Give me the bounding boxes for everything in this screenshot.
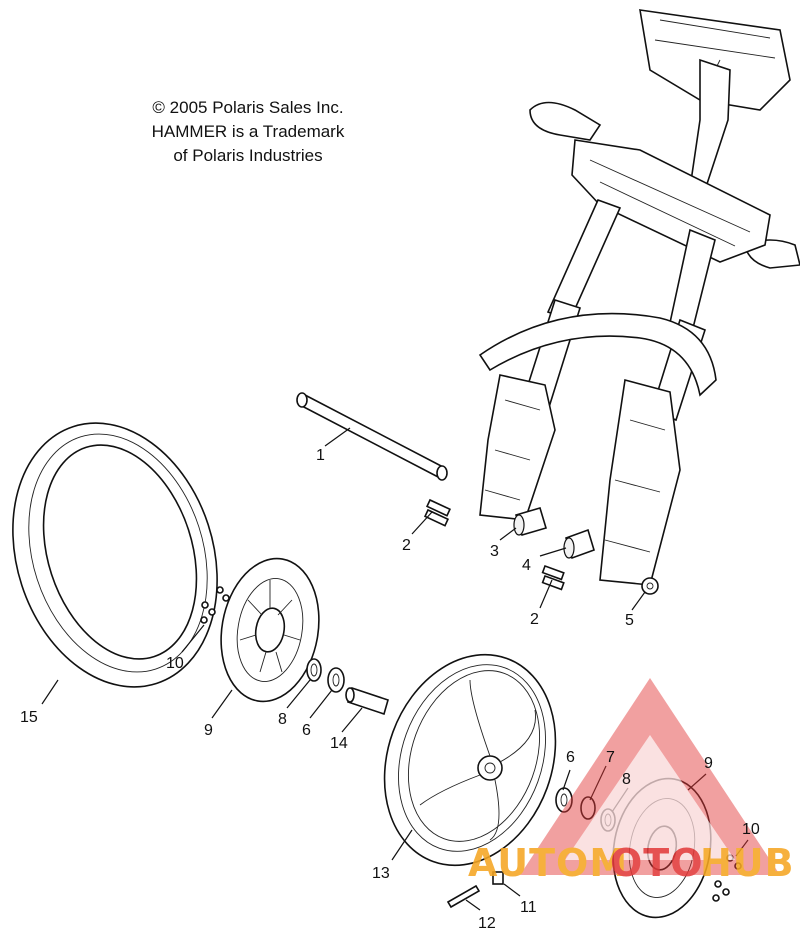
watermark-text-auto: AUTOM [468,841,628,885]
callout-11: 11 [520,899,537,916]
wheel-weight [446,884,481,909]
brake-rotor-left [220,557,320,703]
axle [296,392,448,481]
callout-15: 15 [20,709,38,726]
callout-6-right: 6 [566,749,575,766]
callout-12: 12 [478,915,496,929]
watermark-logo: AUTOM OTO HUB [468,678,795,885]
valve-stem [492,871,504,885]
axle-nut [641,577,659,595]
callout-4: 4 [522,557,531,574]
callout-8-left: 8 [278,711,287,728]
callout-1: 1 [316,447,325,464]
front-wheel [383,653,557,867]
wheel-spacer-tube [345,686,389,716]
callout-labels: 1 2 3 4 2 5 10 9 8 6 14 15 13 6 7 8 9 10… [20,447,760,929]
callout-7: 7 [606,749,615,766]
callout-10-left: 10 [166,655,184,672]
watermark-triangle-inner [565,735,735,860]
callout-5: 5 [625,612,634,629]
copyright-notice: © 2005 Polaris Sales Inc. HAMMER is a Tr… [118,96,378,168]
callout-9-right: 9 [704,755,713,772]
pinch-bolts-lower [541,564,565,591]
callout-8-right: 8 [622,771,631,788]
watermark-text-moto: OTO [610,841,704,885]
callout-10-right: 10 [742,821,760,838]
callout-2-upper: 2 [402,537,411,554]
callout-13: 13 [372,865,390,882]
callout-14: 14 [330,735,348,752]
front-fork-assembly [478,9,800,586]
bearing-right [555,787,573,813]
callout-9-left: 9 [204,722,213,739]
copyright-line-1: © 2005 Polaris Sales Inc. [152,98,344,117]
callout-6-left: 6 [302,722,311,739]
rotor-bolts-left [200,586,230,624]
pinch-bolts-upper [423,498,452,527]
copyright-line-3: of Polaris Industries [173,146,323,165]
copyright-line-2: HAMMER is a Trademark [151,122,345,141]
callout-2-lower: 2 [530,611,539,628]
callout-3: 3 [490,543,499,560]
watermark-text-hub: HUB [700,841,795,885]
snap-ring [580,796,596,820]
spacer-right [563,528,595,560]
tire [12,422,218,688]
bearing-left [327,667,345,693]
seal-left [306,658,322,682]
spacer-left [513,507,547,536]
